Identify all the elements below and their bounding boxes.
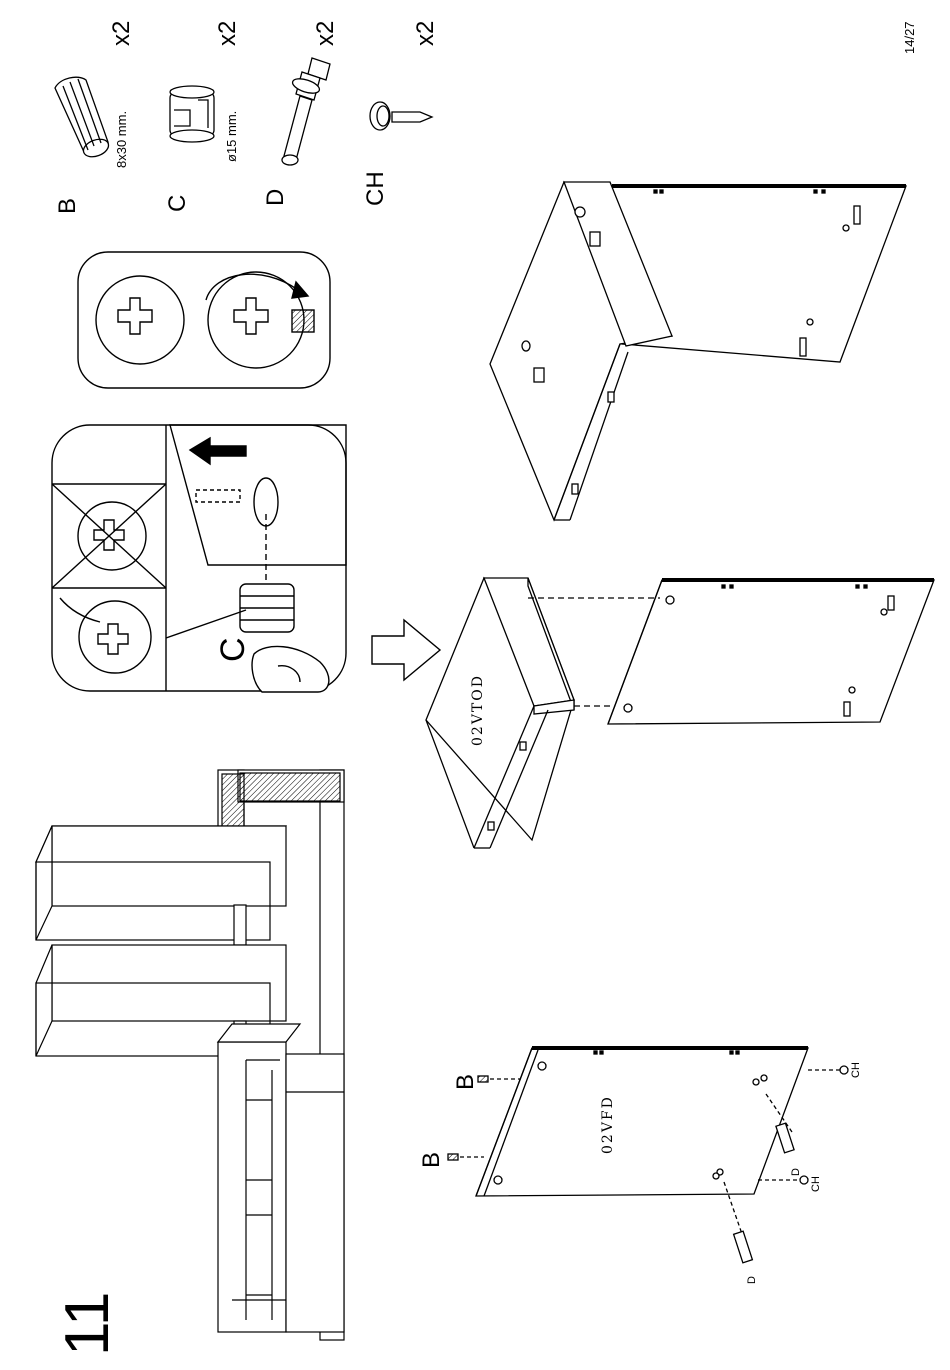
callout-b-lower: B (418, 1152, 446, 1168)
wooden-dowel-icon (55, 77, 111, 160)
cam-insert-detail-box (52, 425, 346, 692)
bottom-panel-02vfd (448, 1048, 848, 1263)
callout-b-upper: B (452, 1074, 480, 1090)
callout-d-lower: D (746, 1276, 758, 1284)
part-b-size: 8x30 mm. (114, 111, 129, 168)
assembled-corner-drawing (490, 182, 906, 520)
top-panel-label: 02VTOD (470, 674, 486, 746)
detail-part-letter: C (214, 637, 253, 662)
part-c-size: ø15 mm. (224, 111, 239, 162)
cabinet-overview-drawing (36, 770, 344, 1340)
part-c-letter: C (164, 195, 192, 212)
cam-bolt-icon (282, 58, 330, 165)
middle-assembly-drawing (426, 578, 934, 848)
part-b-qty: x2 (108, 21, 136, 46)
shelf-pin-icon (370, 102, 432, 130)
callout-ch-upper: CH (850, 1062, 862, 1078)
part-ch-letter: CH (362, 171, 390, 206)
part-ch-qty: x2 (412, 21, 440, 46)
cam-lock-icon (170, 86, 214, 142)
page-number: 14/27 (902, 21, 917, 54)
callout-ch-lower: CH (810, 1176, 822, 1192)
part-b-letter: B (54, 198, 82, 214)
next-step-arrow-icon (372, 620, 440, 680)
part-d-letter: D (262, 189, 290, 206)
cam-rotate-detail-box (78, 252, 330, 388)
part-d-qty: x2 (312, 21, 340, 46)
bottom-panel-label: 02VFD (600, 1095, 616, 1154)
step-number: 11 (52, 1292, 123, 1356)
part-c-qty: x2 (214, 21, 242, 46)
callout-d-upper: D (790, 1168, 802, 1176)
